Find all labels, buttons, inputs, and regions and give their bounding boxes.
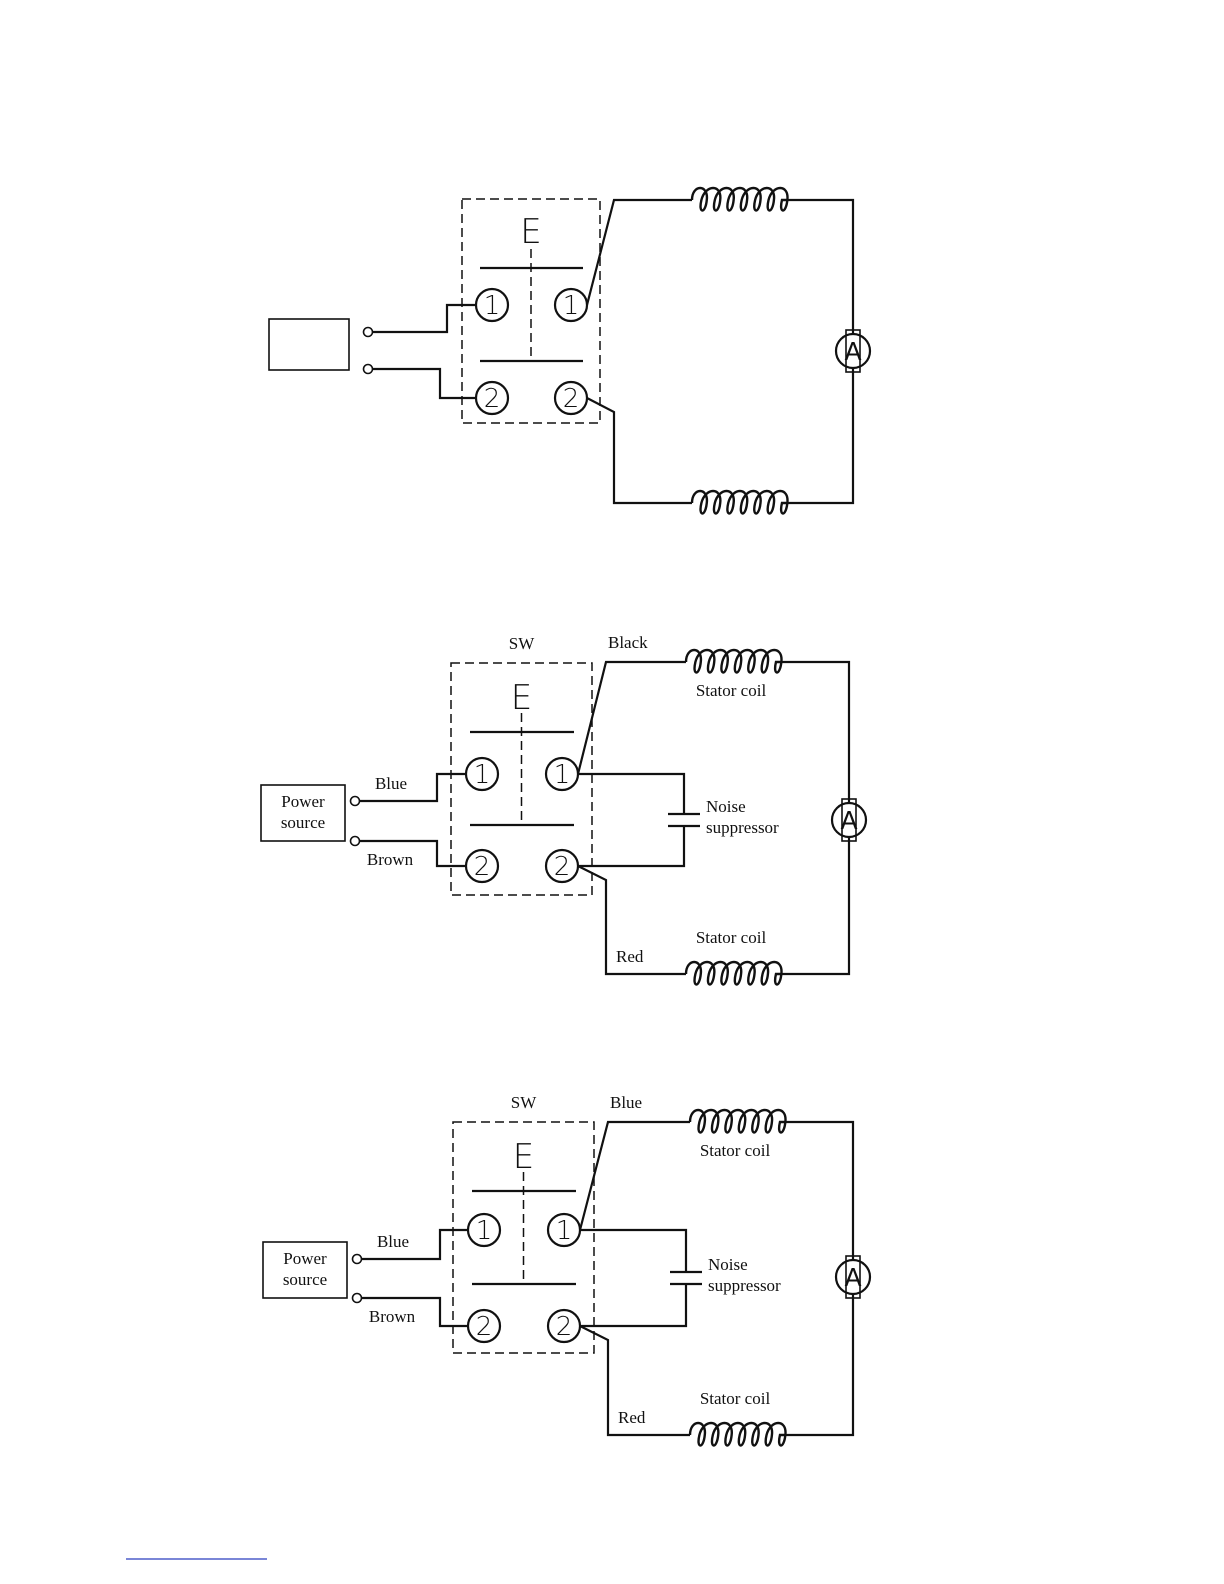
stator-coil-icon [686, 650, 782, 673]
wire-right-top [784, 1122, 853, 1259]
stator-coil-icon [690, 1423, 786, 1446]
terminal-number: 2 [474, 852, 491, 882]
stator-coil-icon [690, 1110, 786, 1133]
wire-label: Blue [375, 774, 407, 793]
diagram-1: E 1 1 2 2 A [269, 188, 870, 514]
terminal-icon [364, 365, 373, 374]
wire-blue [373, 305, 476, 332]
wire-right-top [780, 662, 849, 802]
terminal-number: 1 [563, 291, 580, 321]
stator-coil-label: Stator coil [696, 928, 767, 947]
terminal-icon [364, 328, 373, 337]
terminal-number: 2 [556, 1312, 573, 1342]
wire-suppressor-top [578, 774, 684, 814]
wire-right-bottom [786, 369, 853, 503]
wire-label: Brown [369, 1307, 416, 1326]
motor-symbol: A [844, 337, 861, 366]
power-source-label: Power [283, 1249, 327, 1268]
wire-label: Black [608, 633, 648, 652]
wire-label: Blue [377, 1232, 409, 1251]
terminal-number: 2 [476, 1312, 493, 1342]
terminal-icon [353, 1255, 362, 1264]
switch-label: SW [511, 1093, 537, 1112]
wire-suppressor-top [580, 1230, 686, 1272]
wire-suppressor-bottom [580, 1284, 686, 1326]
terminal-number: 1 [474, 760, 491, 790]
wire-right-bottom [780, 838, 849, 974]
stator-coil-icon [686, 962, 782, 985]
power-source-label: Power [281, 792, 325, 811]
power-source-label: source [281, 813, 325, 832]
wire-label: Red [616, 947, 644, 966]
wire-top [578, 662, 686, 774]
terminal-number: 1 [554, 760, 571, 790]
wire-bottom [587, 398, 692, 503]
terminal-icon [353, 1294, 362, 1303]
noise-suppressor-label: suppressor [706, 818, 779, 837]
terminal-number: 2 [554, 852, 571, 882]
wire-top [587, 200, 692, 305]
switch-symbol: E [511, 678, 532, 718]
noise-suppressor-label: Noise [708, 1255, 748, 1274]
noise-suppressor-label: suppressor [708, 1276, 781, 1295]
power-source-label: source [283, 1270, 327, 1289]
power-source-box [269, 319, 349, 370]
terminal-number: 1 [556, 1216, 573, 1246]
stator-coil-label: Stator coil [700, 1389, 771, 1408]
terminal-number: 2 [484, 384, 501, 414]
stator-coil-label: Stator coil [696, 681, 767, 700]
terminal-icon [351, 837, 360, 846]
wire-brown [373, 369, 476, 398]
wire-label: Red [618, 1408, 646, 1427]
stator-coil-icon [692, 491, 788, 514]
terminal-number: 1 [476, 1216, 493, 1246]
wire-label: Blue [610, 1093, 642, 1112]
wire-right-top [786, 200, 853, 333]
switch-label: SW [509, 634, 535, 653]
terminal-icon [351, 797, 360, 806]
terminal-number: 1 [484, 291, 501, 321]
wire-suppressor-bottom [578, 826, 684, 866]
noise-suppressor-label: Noise [706, 797, 746, 816]
switch-symbol: E [520, 212, 541, 252]
stator-coil-icon [692, 188, 788, 211]
motor-symbol: A [840, 806, 857, 835]
terminal-number: 2 [563, 384, 580, 414]
wire-top [580, 1122, 690, 1230]
wire-label: Brown [367, 850, 414, 869]
wire-right-bottom [784, 1295, 853, 1435]
stator-coil-label: Stator coil [700, 1141, 771, 1160]
motor-symbol: A [844, 1263, 861, 1292]
switch-symbol: E [513, 1137, 534, 1177]
